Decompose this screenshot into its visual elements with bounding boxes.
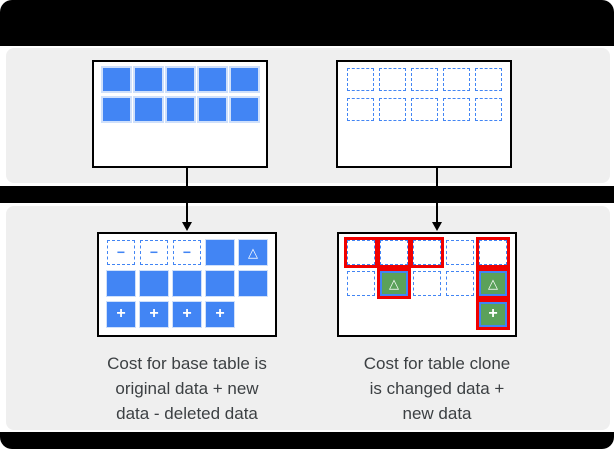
cell-dashed	[413, 271, 441, 296]
delta-icon: △	[248, 245, 258, 260]
cell-solid	[206, 240, 234, 265]
cell-dashed	[446, 240, 474, 265]
plus-icon: +	[149, 304, 159, 322]
cell-dashed-minus: −	[140, 240, 168, 265]
cell-row: +	[347, 302, 507, 327]
cell-dashed	[410, 98, 438, 121]
base-table-cost-caption: Cost for base table is original data + n…	[72, 351, 302, 426]
cell-solid	[198, 98, 226, 121]
top-bar	[0, 0, 614, 46]
cell-solid	[206, 271, 234, 296]
caption-line: is changed data +	[369, 379, 505, 398]
cell-solid	[230, 98, 258, 121]
cell-row	[107, 271, 267, 296]
cell-row	[346, 68, 502, 91]
cell-solid	[140, 271, 168, 296]
cell-solid-plus: +	[173, 302, 201, 327]
cell-dashed-minus: −	[107, 240, 135, 265]
table-clone-after-changes-box: △△+	[337, 232, 517, 337]
caption-line: Cost for base table is	[107, 354, 267, 373]
cell-row	[346, 98, 502, 121]
delta-icon: △	[389, 276, 399, 291]
cell-solid-plus: +	[107, 302, 135, 327]
base-table-arrow-head-icon	[182, 222, 192, 231]
cell-green-delta-red: △	[479, 271, 507, 296]
cell-dashed	[410, 68, 438, 91]
cell-solid	[173, 271, 201, 296]
caption-line: new data	[402, 404, 472, 423]
cell-solid	[166, 68, 194, 91]
cell-dashed	[347, 271, 375, 296]
cell-row: − − − △	[107, 240, 267, 265]
cell-dashed-red	[479, 240, 507, 265]
cell-solid	[134, 68, 162, 91]
cell-row: + + + +	[107, 302, 267, 327]
cell-solid-delta: △	[239, 240, 267, 265]
cell-dashed-red	[347, 240, 375, 265]
base-table-arrow-line	[186, 168, 188, 224]
cell-solid	[102, 98, 130, 121]
cell-green-delta-red: △	[380, 271, 408, 296]
base-table-after-changes-box: − − − △ + + + +	[97, 232, 277, 337]
cell-row: △△	[347, 271, 507, 296]
table-clone-box	[336, 60, 512, 168]
delta-icon: △	[488, 276, 498, 291]
cell-row	[347, 240, 507, 265]
cell-solid-plus: +	[140, 302, 168, 327]
cell-dashed	[378, 68, 406, 91]
cell-dashed	[378, 98, 406, 121]
base-table-box	[92, 60, 268, 168]
table-clone-arrow-line	[436, 168, 438, 224]
cell-row	[102, 98, 258, 121]
cell-dashed	[474, 68, 502, 91]
minus-icon: −	[149, 243, 159, 260]
cell-dashed	[442, 68, 470, 91]
cell-solid	[107, 271, 135, 296]
cell-dashed	[442, 98, 470, 121]
plus-icon: +	[116, 304, 126, 322]
caption-line: Cost for table clone	[363, 354, 511, 373]
middle-divider-bar	[0, 186, 614, 203]
cell-dashed-red	[413, 240, 441, 265]
cell-dashed	[474, 98, 502, 121]
bottom-bar	[0, 432, 614, 449]
table-clone-arrow-head-icon	[432, 222, 442, 231]
cell-dashed	[446, 271, 474, 296]
cell-row	[102, 68, 258, 91]
cell-dashed	[346, 98, 374, 121]
cell-solid	[134, 98, 162, 121]
cell-dashed-minus: −	[173, 240, 201, 265]
cell-solid	[198, 68, 226, 91]
cell-dashed	[346, 68, 374, 91]
caption-line: data - deleted data	[116, 404, 258, 423]
cell-solid	[166, 98, 194, 121]
minus-icon: −	[182, 243, 192, 260]
cell-solid	[102, 68, 130, 91]
cell-solid	[239, 271, 267, 296]
plus-icon: +	[215, 304, 225, 322]
caption-line: original data + new	[115, 379, 259, 398]
cell-green-plus-red: +	[479, 302, 507, 327]
cell-solid-plus: +	[206, 302, 234, 327]
plus-icon: +	[182, 304, 192, 322]
minus-icon: −	[116, 243, 126, 260]
cell-dashed-red	[380, 240, 408, 265]
plus-icon: +	[488, 304, 498, 322]
table-clone-cost-caption: Cost for table clone is changed data + n…	[322, 351, 552, 426]
cell-solid	[230, 68, 258, 91]
